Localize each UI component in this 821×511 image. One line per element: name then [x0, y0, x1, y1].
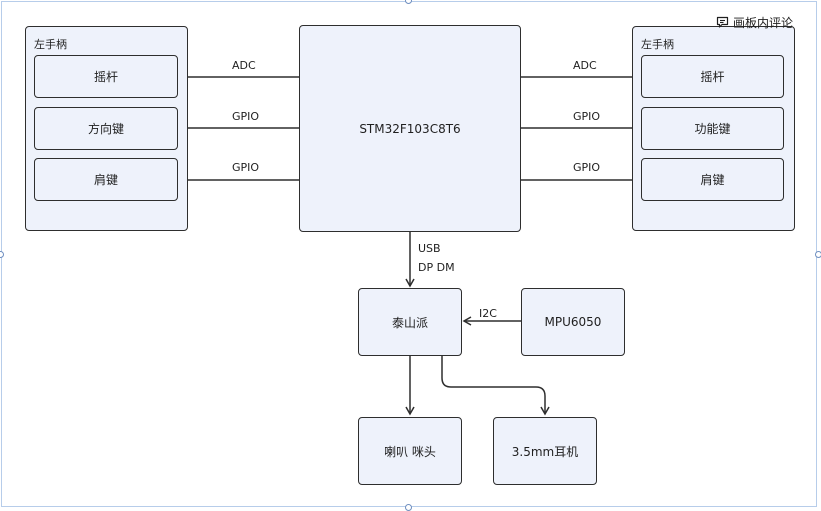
right-function-key-node[interactable]: 功能键 [641, 107, 784, 150]
dp-dm-label: DP DM [418, 261, 455, 274]
resize-handle-top[interactable] [405, 0, 412, 4]
left-shoulder-node[interactable]: 肩键 [34, 158, 178, 201]
left-joystick-node[interactable]: 摇杆 [34, 55, 178, 98]
right-gpio-label-1: GPIO [573, 110, 601, 123]
comment-button-label: 画板内评论 [733, 16, 794, 30]
right-adc-label: ADC [573, 59, 597, 72]
left-dpad-node[interactable]: 方向键 [34, 107, 178, 150]
left-group-title: 左手柄 [34, 38, 67, 51]
usb-label: USB [418, 242, 441, 255]
right-shoulder-node[interactable]: 肩键 [641, 158, 784, 201]
resize-handle-right[interactable] [815, 251, 821, 258]
i2c-label: I2C [479, 307, 497, 320]
speaker-mic-node[interactable]: 喇叭 咪头 [358, 417, 462, 485]
left-gpio-label-1: GPIO [232, 110, 260, 123]
resize-handle-left[interactable] [0, 251, 4, 258]
left-adc-label: ADC [232, 59, 256, 72]
right-joystick-node[interactable]: 摇杆 [641, 55, 784, 98]
right-group-title: 左手柄 [641, 38, 674, 51]
mpu6050-node[interactable]: MPU6050 [521, 288, 625, 356]
board-comment-button[interactable]: 画板内评论 [716, 14, 793, 31]
taishan-node[interactable]: 泰山派 [358, 288, 462, 356]
right-gpio-label-2: GPIO [573, 161, 601, 174]
link-headphone [441, 356, 550, 416]
comment-icon [716, 16, 729, 29]
left-gpio-label-2: GPIO [232, 161, 260, 174]
headphone-node[interactable]: 3.5mm耳机 [493, 417, 597, 485]
mcu-node[interactable]: STM32F103C8T6 [299, 25, 521, 232]
